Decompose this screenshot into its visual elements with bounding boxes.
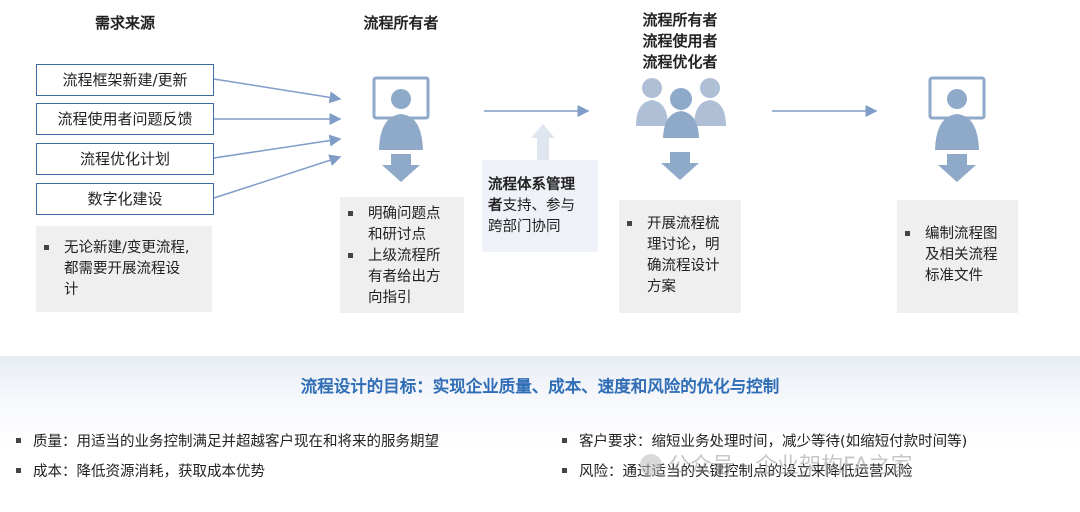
- support-rest-1: 支持、参与: [502, 198, 576, 214]
- owner-heading: 流程所有者: [363, 14, 439, 32]
- wechat-icon: [640, 454, 662, 476]
- source-box-2: 流程使用者问题反馈: [36, 103, 214, 135]
- bottom-cost-text: 成本：降低资源消耗，获取成本优势: [33, 464, 265, 480]
- group-heading-line-3: 流程优化者: [642, 53, 718, 71]
- owner-step-2-line-2: 有者给出方: [368, 269, 441, 285]
- owner-step-1: 明确问题点 和研讨点: [340, 204, 464, 246]
- final-person-icon: [928, 76, 986, 150]
- final-down-arrow: [938, 154, 976, 182]
- bullet-icon: [562, 467, 567, 473]
- final-step-line-3: 标准文件: [925, 268, 983, 284]
- group-step-line-2: 理讨论，明: [647, 237, 720, 253]
- source-box-4: 数字化建设: [36, 183, 214, 215]
- group-heading-line-2: 流程使用者: [642, 32, 718, 50]
- owner-step-2-line-3: 向指引: [368, 290, 412, 306]
- bottom-customer: 客户要求：缩短业务处理时间，减少等待(如缩短付款时间等): [562, 432, 967, 452]
- owner-person-icon: [372, 76, 430, 150]
- support-box: 流程体系管理 者支持、参与 跨部门协同: [482, 160, 598, 252]
- source-note-line-1: 无论新建/变更流程,: [64, 240, 190, 256]
- owner-steps-box: 明确问题点 和研讨点 上级流程所 有者给出方 向指引: [340, 197, 464, 313]
- support-up-arrow: [531, 124, 555, 160]
- final-step-line-1: 编制流程图: [925, 226, 998, 242]
- watermark: 公众号 · 企业架构FA之家: [640, 448, 913, 480]
- source-note: 无论新建/变更流程, 都需要开展流程设 计: [36, 226, 212, 312]
- final-step-item: 编制流程图 及相关流程 标准文件: [897, 224, 1018, 287]
- goal-band: [0, 356, 1080, 512]
- group-heading-line-1: 流程所有者: [642, 11, 718, 29]
- group-step-box: 开展流程梳 理讨论，明 确流程设计 方案: [619, 200, 741, 313]
- source-box-3: 流程优化计划: [36, 143, 214, 175]
- group-down-arrow: [661, 152, 699, 180]
- source-arrow-4: [213, 154, 342, 199]
- owner-step-1-line-2: 和研讨点: [368, 227, 426, 243]
- source-arrow-3: [213, 134, 342, 159]
- bullet-icon: [905, 231, 910, 236]
- group-step-item: 开展流程梳 理讨论，明 确流程设计 方案: [619, 214, 741, 298]
- bottom-risk: 风险：通过适当的关键控制点的设立来降低运营风险: [562, 462, 913, 482]
- bullet-icon: [16, 437, 21, 443]
- source-note-line-3: 计: [64, 282, 79, 298]
- group-step-line-1: 开展流程梳: [647, 216, 720, 232]
- bottom-quality: 质量：用适当的业务控制满足并超越客户现在和将来的服务期望: [16, 432, 439, 452]
- bullet-icon: [562, 437, 567, 443]
- bullet-icon: [348, 253, 353, 258]
- bottom-customer-text: 客户要求：缩短业务处理时间，减少等待(如缩短付款时间等): [579, 434, 968, 450]
- source-arrow-1: [213, 78, 342, 104]
- group-heading: 流程所有者 流程使用者 流程优化者: [615, 10, 745, 73]
- support-bold-2: 者: [488, 198, 503, 214]
- goal-title: 流程设计的目标：实现企业质量、成本、速度和风险的优化与控制: [300, 377, 780, 396]
- owner-down-arrow: [382, 154, 420, 182]
- owner-step-2: 上级流程所 有者给出方 向指引: [340, 246, 464, 309]
- final-step-box: 编制流程图 及相关流程 标准文件: [897, 200, 1018, 313]
- source-box-1: 流程框架新建/更新: [36, 64, 214, 96]
- source-heading: 需求来源: [94, 14, 155, 32]
- final-step-line-2: 及相关流程: [925, 247, 998, 263]
- group-step-line-4: 方案: [647, 279, 676, 295]
- group-people-icon: [636, 78, 726, 138]
- owner-step-1-line-1: 明确问题点: [368, 206, 441, 222]
- bottom-cost: 成本：降低资源消耗，获取成本优势: [16, 462, 265, 482]
- bullet-icon: [627, 221, 632, 226]
- bottom-risk-text: 风险：通过适当的关键控制点的设立来降低运营风险: [579, 464, 913, 480]
- bullet-icon: [16, 467, 21, 473]
- source-note-line-2: 都需要开展流程设: [64, 261, 180, 277]
- bottom-quality-text: 质量：用适当的业务控制满足并超越客户现在和将来的服务期望: [33, 434, 439, 450]
- bullet-icon: [44, 245, 49, 250]
- group-step-line-3: 确流程设计: [647, 258, 720, 274]
- source-note-item: 无论新建/变更流程, 都需要开展流程设 计: [36, 238, 212, 301]
- support-bold-1: 流程体系管理: [488, 177, 575, 193]
- bullet-icon: [348, 211, 353, 216]
- watermark-text: 公众号 · 企业架构FA之家: [668, 454, 913, 479]
- owner-step-2-line-1: 上级流程所: [368, 248, 441, 264]
- support-rest-2: 跨部门协同: [488, 219, 561, 235]
